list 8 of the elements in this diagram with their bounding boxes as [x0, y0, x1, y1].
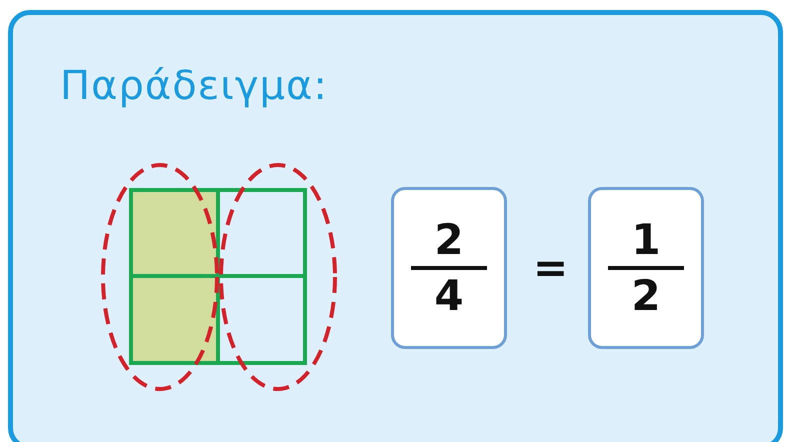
- fraction-card: [391, 187, 507, 349]
- denominator: 4: [434, 274, 464, 318]
- title: Παράδειγμα:: [60, 63, 328, 109]
- numerator: 2: [434, 218, 464, 262]
- equals-sign: =: [533, 243, 568, 292]
- denominator: 2: [631, 274, 661, 318]
- fraction-card: [588, 187, 704, 349]
- numerator: 1: [631, 218, 661, 262]
